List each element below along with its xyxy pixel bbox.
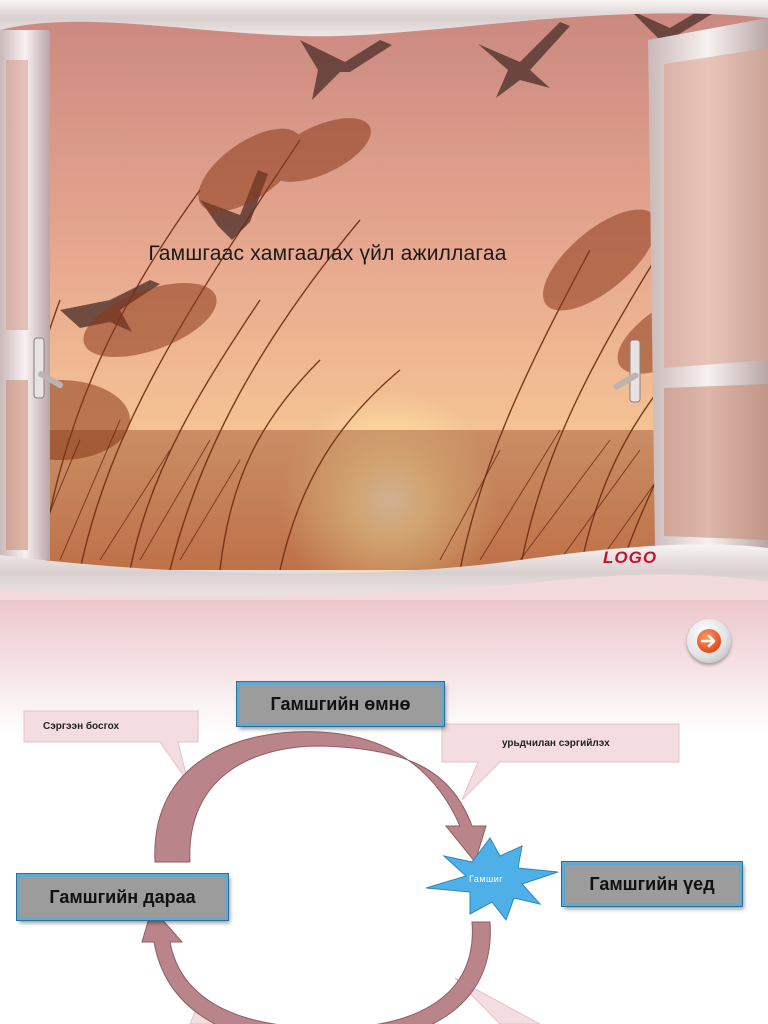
slide-title: Гамшгаас хамгаалах үйл ажиллагаа xyxy=(148,242,507,265)
stage-before-box: Гамшгийн өмнө xyxy=(237,682,444,726)
logo: LOGO xyxy=(603,548,658,567)
disaster-cycle-slide: Гамшгийн өмнө Гамшгийн үед Гамшгийн дара… xyxy=(0,600,768,1024)
window-sunset-illustration xyxy=(0,0,768,600)
title-slide: Гамшгаас хамгаалах үйл ажиллагаа LOGO xyxy=(0,0,768,600)
callout-prevent xyxy=(441,723,680,801)
callout-prevent-label: урьдчилан сэргийлэх xyxy=(502,738,610,749)
disaster-cycle-diagram xyxy=(23,710,680,1024)
cycle-arrow-lower xyxy=(141,906,491,1024)
callout-restore xyxy=(23,710,199,783)
disaster-center-label: Гамшиг xyxy=(469,874,504,884)
next-slide-button[interactable] xyxy=(687,619,731,663)
cycle-arrow-upper xyxy=(154,731,487,864)
stage-after-box: Гамшгийн дараа xyxy=(17,874,228,920)
callout-restore-label: Сэргээн босгох xyxy=(43,721,120,732)
stage-during-box: Гамшгийн үед xyxy=(562,862,742,906)
arrow-right-icon xyxy=(697,629,721,653)
disaster-burst xyxy=(425,837,559,922)
